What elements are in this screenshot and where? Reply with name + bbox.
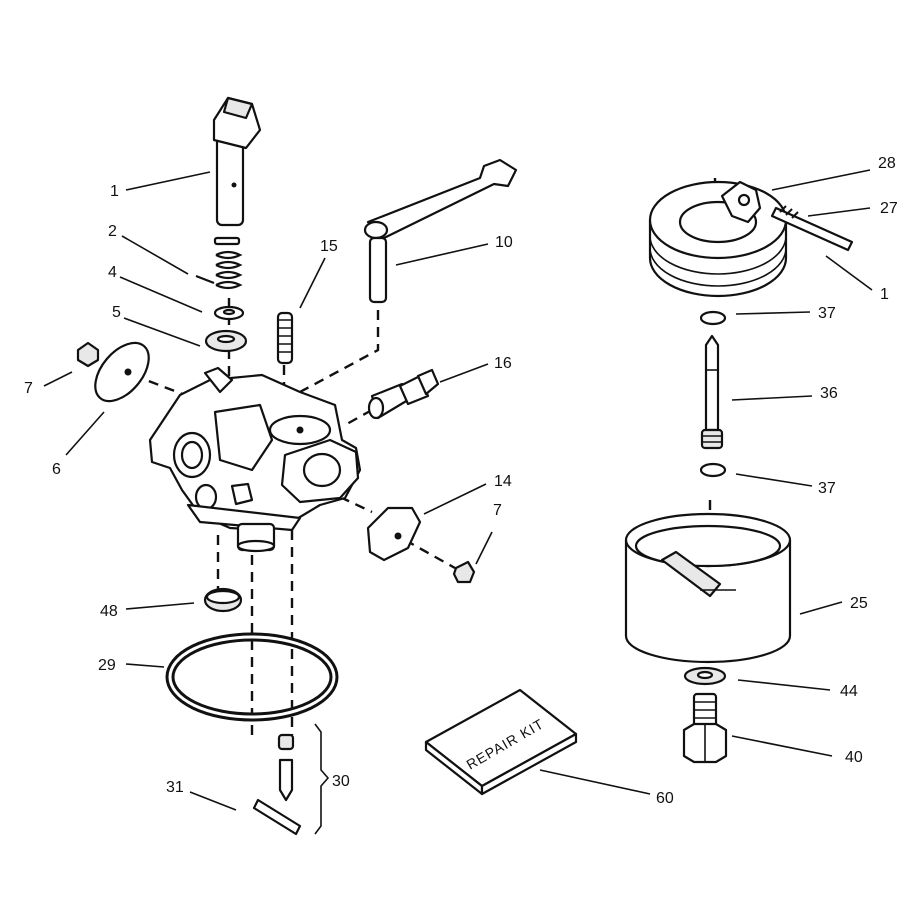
- part-7-screw-right: [452, 560, 476, 584]
- callout-48: 48: [100, 603, 118, 620]
- part-1-shaft-left: [212, 96, 262, 227]
- callout-1-right: 1: [880, 286, 889, 303]
- part-40-bowl-nut: [682, 692, 728, 764]
- callout-7-right: 7: [493, 502, 502, 519]
- callout-1-left: 1: [110, 183, 119, 200]
- callout-29: 29: [98, 657, 116, 674]
- callout-labels: 1 2 4 5 7 6 15 10 16 14 7 48 29 30 31 60…: [24, 155, 898, 807]
- part-10-throttle-shaft: [363, 158, 518, 304]
- callout-14: 14: [494, 473, 512, 490]
- callout-60: 60: [656, 790, 674, 807]
- callout-16: 16: [494, 355, 512, 372]
- part-16-nozzle: [367, 368, 440, 420]
- callout-36: 36: [820, 385, 838, 402]
- callout-6: 6: [52, 461, 61, 478]
- part-31-clip: [252, 798, 302, 836]
- callout-37-top: 37: [818, 305, 836, 322]
- part-27-hinge-pin: [770, 205, 854, 252]
- part-14-plate: [366, 506, 422, 562]
- part-37-washer-top: [699, 310, 727, 326]
- callout-40: 40: [845, 749, 863, 766]
- part-30-needle: [277, 733, 295, 802]
- part-28-float: [648, 180, 788, 298]
- part-36-tube: [700, 334, 724, 450]
- part-5-seal: [204, 329, 248, 353]
- callout-10: 10: [495, 234, 513, 251]
- carburetor-body: [148, 366, 362, 553]
- callout-15: 15: [320, 238, 338, 255]
- leader-lines: [43, 169, 873, 835]
- part-29-oring: [165, 632, 339, 722]
- part-6-choke-plate: [94, 341, 150, 403]
- repair-kit-box: REPAIR KIT: [424, 688, 578, 796]
- callout-28: 28: [878, 155, 896, 172]
- callout-44: 44: [840, 683, 858, 700]
- callout-7-left: 7: [24, 380, 33, 397]
- callout-5: 5: [112, 304, 121, 321]
- part-37-washer-bottom: [699, 462, 727, 478]
- callout-31: 31: [166, 779, 184, 796]
- callout-4: 4: [108, 264, 117, 281]
- part-15-spring: [276, 311, 294, 365]
- part-44-washer: [683, 666, 727, 686]
- part-25-float-bowl: [624, 512, 792, 664]
- part-48-washer: [203, 587, 243, 613]
- part-7-screw-left: [76, 341, 100, 368]
- callout-2: 2: [108, 223, 117, 240]
- callout-37-bottom: 37: [818, 480, 836, 497]
- part-4-washer: [213, 305, 245, 321]
- callout-25: 25: [850, 595, 868, 612]
- callout-27: 27: [880, 200, 898, 217]
- part-2-spring: [195, 236, 243, 290]
- callout-30: 30: [332, 773, 350, 790]
